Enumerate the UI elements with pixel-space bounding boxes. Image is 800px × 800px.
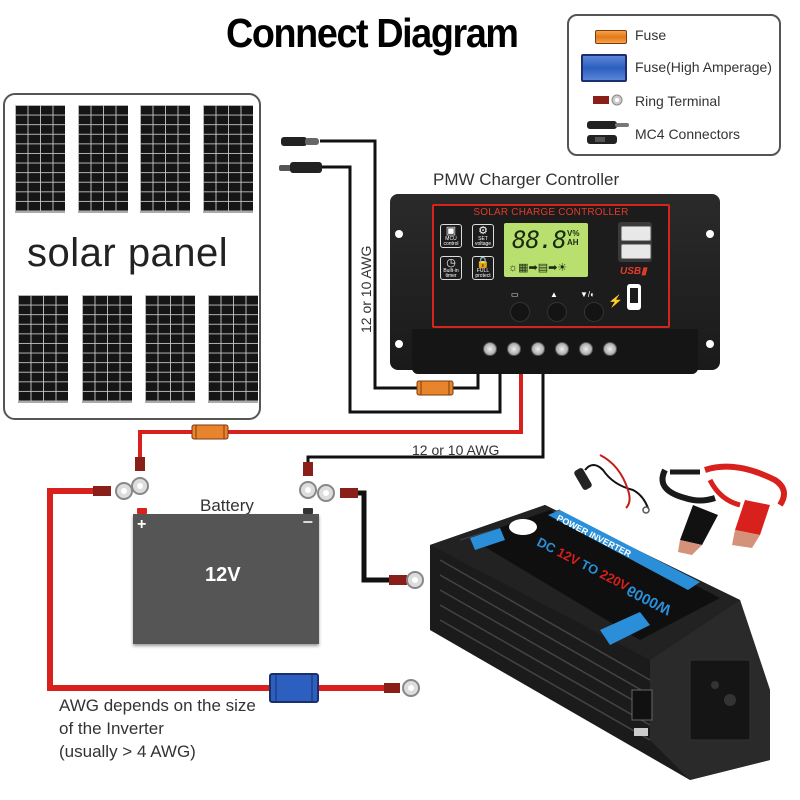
solar-wire-negative: [322, 165, 502, 414]
usb-label: USB▮: [620, 266, 647, 277]
battery-negative-sign: −: [302, 512, 313, 532]
inverter-body: [430, 505, 770, 780]
mounting-hole: [706, 230, 714, 238]
legend-label: Ring Terminal: [635, 93, 721, 109]
charge-bolt-icon: ⚡: [608, 294, 623, 308]
usb-ports: [618, 222, 652, 262]
mc4-connector-bottom: [279, 162, 322, 173]
terminal-screw: [483, 342, 497, 356]
fuse-icon: [595, 30, 627, 44]
ring-terminal: [384, 679, 420, 697]
lcd-units: V%AH: [567, 229, 580, 247]
solar-cell-array: [78, 105, 128, 211]
solar-cell-array: [208, 295, 258, 401]
solar-cell-array: [82, 295, 132, 401]
legend-label: MC4 Connectors: [635, 126, 741, 142]
inverter-wire-note: AWG depends on the size of the Inverter …: [59, 694, 256, 763]
controller-heading: SOLAR CHARGE CONTROLLER: [473, 207, 629, 218]
controller-panel: SOLAR CHARGE CONTROLLER ▣MCU control ⚙SE…: [432, 204, 670, 328]
wire-gauge-label-battery: 12 or 10 AWG: [412, 442, 500, 458]
battery-clamp-red: [704, 463, 787, 548]
mounting-hole: [395, 340, 403, 348]
mounting-hole: [706, 340, 714, 348]
battery-positive-sign: +: [137, 516, 147, 533]
terminal-screw: [507, 342, 521, 356]
mc4-connectors-icon: [587, 121, 629, 144]
fuse-battery: [191, 424, 229, 440]
down-button-label: ▼/◐: [580, 290, 595, 299]
battery-clamp-black: [659, 468, 718, 555]
ring-terminal-icon: [593, 94, 623, 106]
controller-body: SOLAR CHARGE CONTROLLER ▣MCU control ⚙SE…: [390, 194, 720, 374]
legend-label: Fuse: [635, 27, 667, 43]
timer-icon: ◷Built-in timer: [440, 256, 462, 280]
solar-cell-array: [18, 295, 68, 401]
lock-protect-icon: 🔒FULL protect: [472, 256, 494, 280]
solar-wire-positive: [320, 139, 480, 390]
diagram-title: Connect Diagram: [226, 10, 519, 56]
battery: + − 12V: [133, 508, 319, 644]
solar-cell-array: [140, 105, 190, 211]
terminal-screw: [579, 342, 593, 356]
cigarette-lighter-cable: [574, 454, 650, 514]
terminal-screw: [555, 342, 569, 356]
battery-negative-terminal: [303, 508, 313, 514]
terminal-screw: [531, 342, 545, 356]
usb-port: [621, 226, 651, 241]
legend-label: Fuse(High Amperage): [635, 59, 772, 75]
fuse-high-amperage: [269, 673, 319, 703]
inverter-wire-negative: [358, 490, 390, 583]
up-button[interactable]: [547, 302, 567, 322]
solar-panel-label: solar panel: [27, 231, 229, 275]
mounting-hole: [395, 230, 403, 238]
lcd-display: 88.8 V%AH ☼▦➡▤➡☀: [504, 223, 588, 277]
solar-cell-array: [15, 105, 65, 211]
ring-terminal: [93, 482, 133, 500]
lcd-digits: 88.8: [512, 226, 567, 254]
solar-cell-array: [145, 295, 195, 401]
ring-terminal: [317, 484, 358, 502]
note-line: of the Inverter: [59, 719, 164, 738]
ring-terminal: [131, 457, 149, 495]
phone-icon: [627, 284, 641, 310]
menu-button-label: ▭: [511, 290, 519, 299]
ring-terminal: [299, 462, 317, 499]
menu-button[interactable]: [510, 302, 530, 322]
lcd-flow-icons: ☼▦➡▤➡☀: [508, 262, 568, 274]
down-button[interactable]: [584, 302, 604, 322]
set-voltage-icon: ⚙SET voltage: [472, 224, 494, 248]
battery-wire-positive: [138, 360, 523, 462]
fuse-solar: [416, 380, 454, 396]
mcu-control-icon: ▣MCU control: [440, 224, 462, 248]
battery-positive-terminal: [137, 508, 147, 514]
power-inverter: POWER INVERTER DC 12V TO 220V 6000W: [430, 454, 787, 780]
ring-terminal: [389, 571, 424, 589]
inverter-wire-positive: [47, 488, 385, 691]
solar-cell-array: [203, 105, 253, 211]
wire-gauge-label-solar: 12 or 10 AWG: [358, 245, 374, 333]
solar-panel: solar panel: [3, 93, 261, 420]
terminal-screw: [603, 342, 617, 356]
charge-controller: SOLAR CHARGE CONTROLLER ▣MCU control ⚙SE…: [390, 190, 720, 374]
high-amperage-fuse-icon: [581, 54, 627, 82]
note-line: AWG depends on the size: [59, 696, 256, 715]
battery-label: Battery: [200, 496, 254, 515]
note-line: (usually > 4 AWG): [59, 742, 196, 761]
up-button-label: ▲: [550, 290, 558, 299]
mc4-connector-top: [281, 137, 319, 146]
controller-title: PMW Charger Controller: [433, 170, 620, 189]
battery-voltage: 12V: [205, 564, 241, 586]
legend: Fuse Fuse(High Amperage) Ring Terminal M…: [567, 14, 781, 156]
usb-port: [621, 244, 651, 259]
